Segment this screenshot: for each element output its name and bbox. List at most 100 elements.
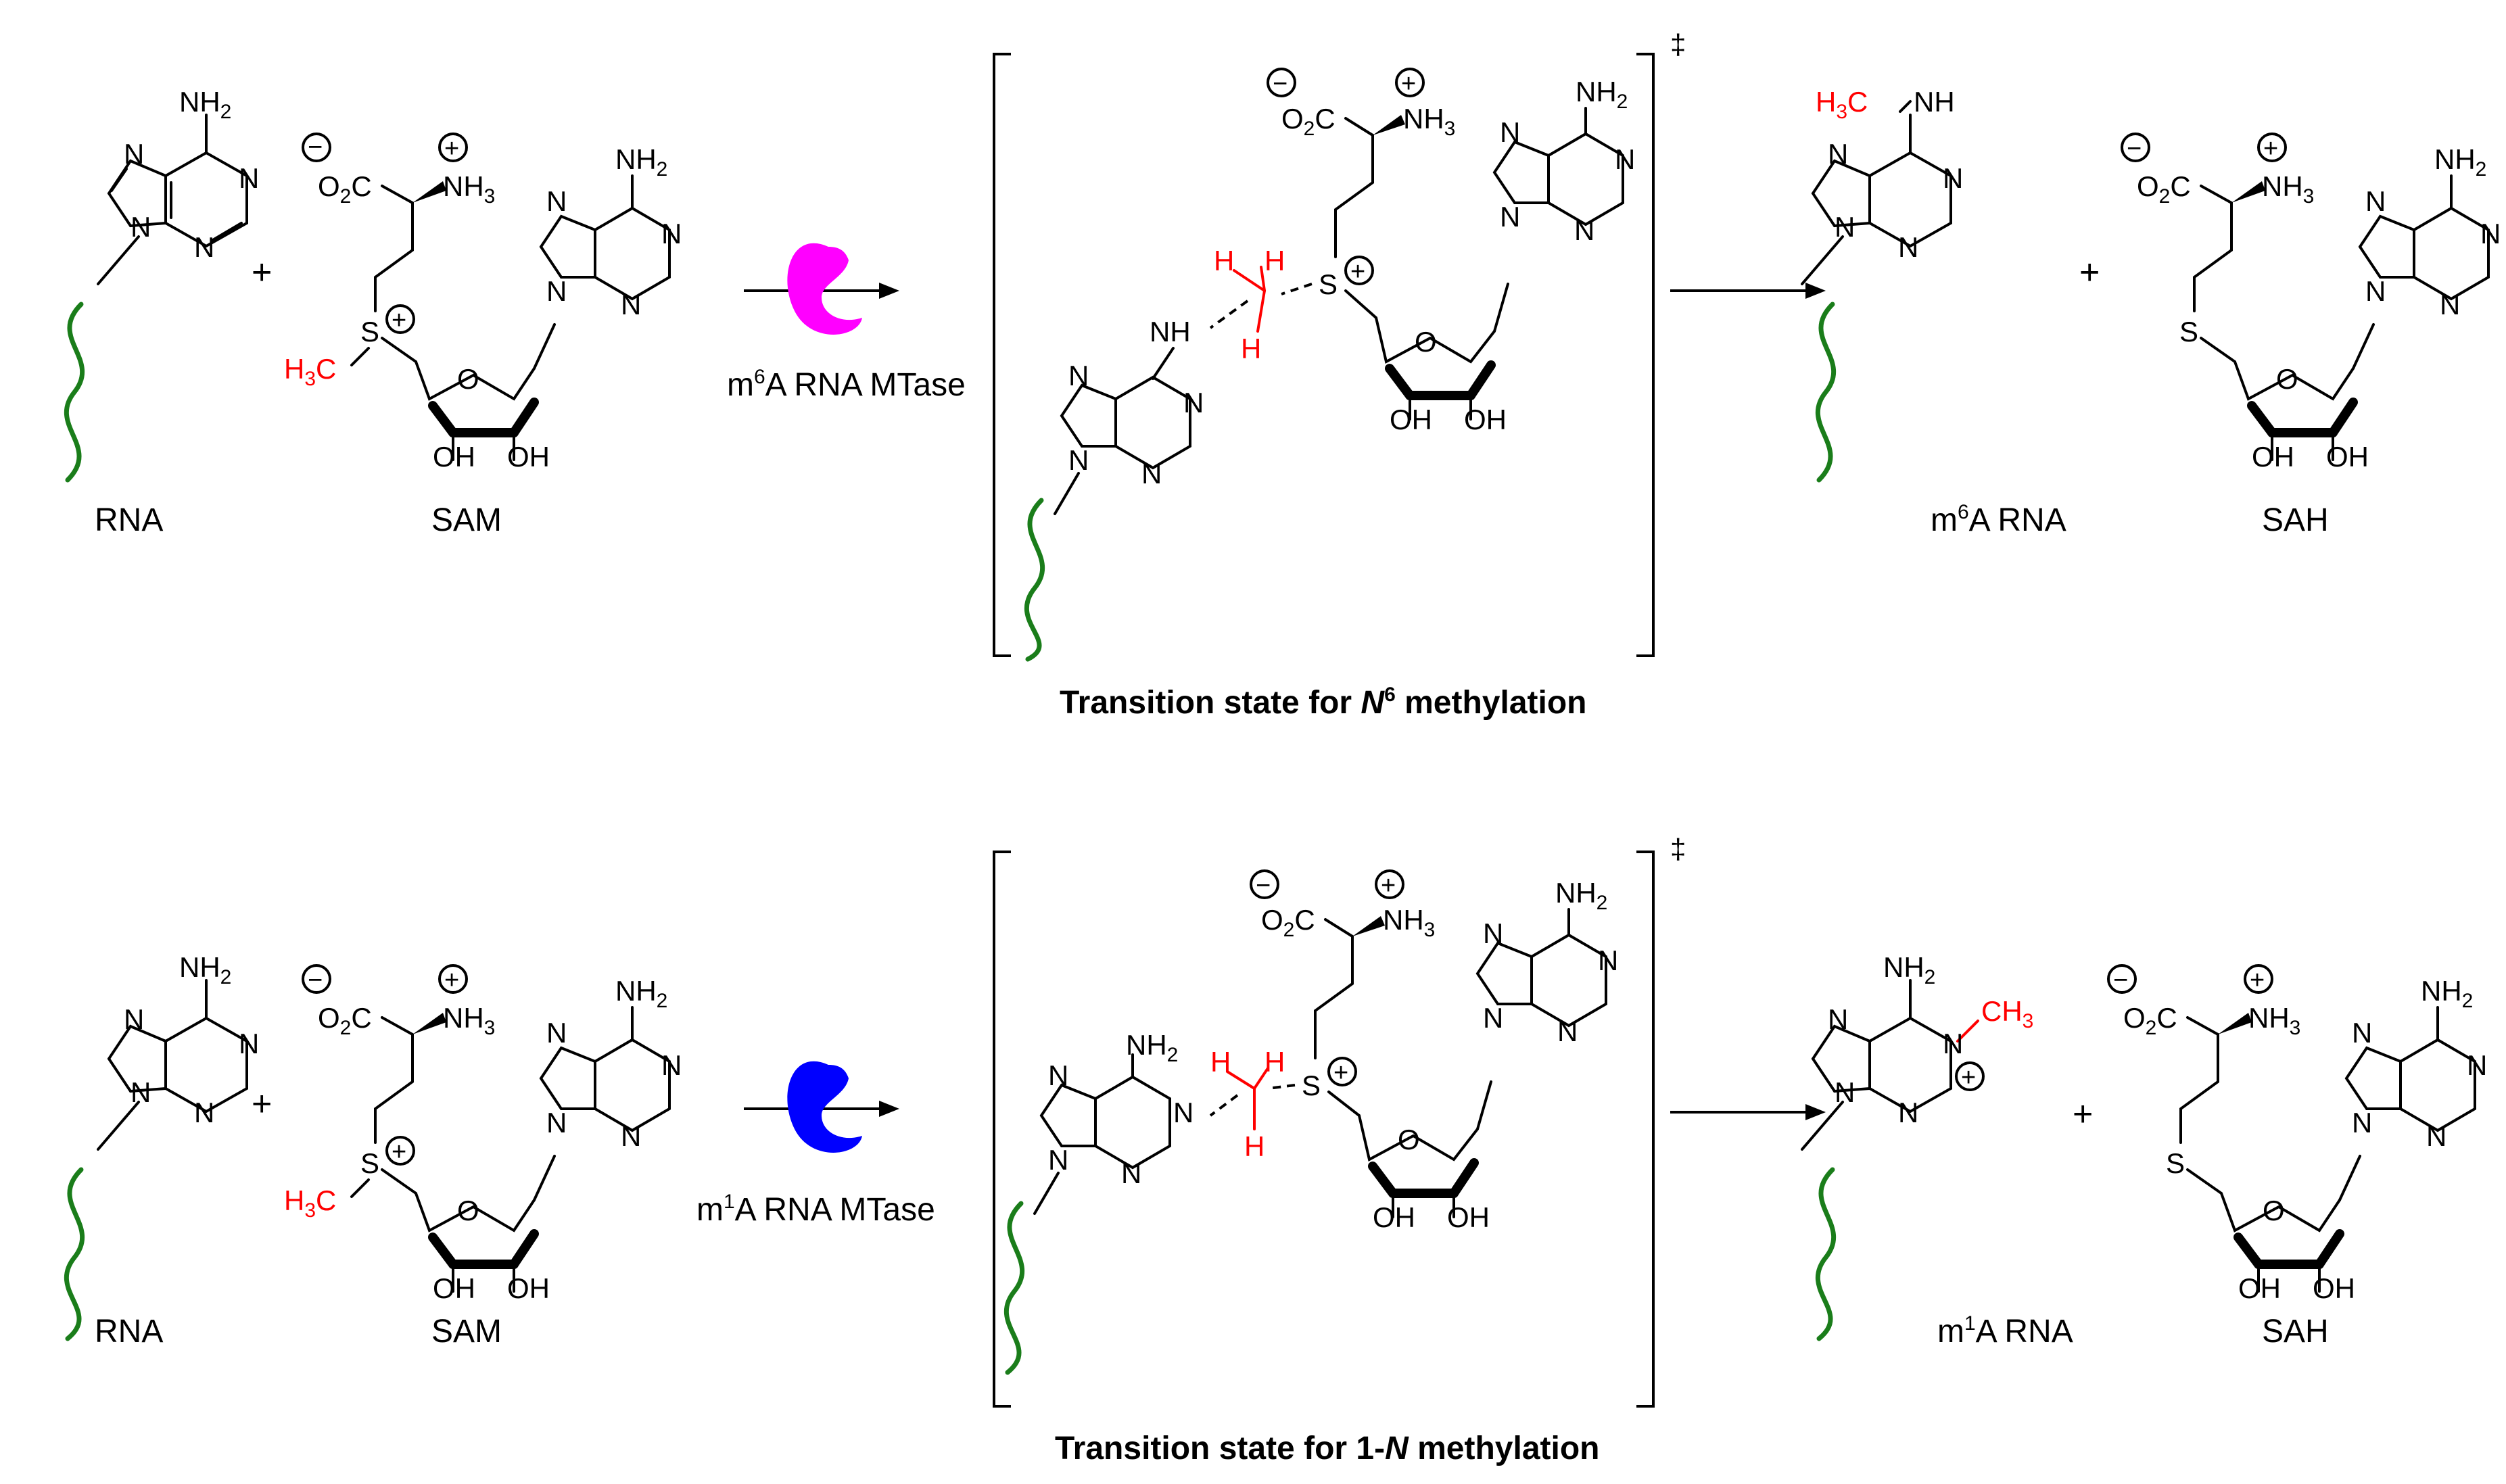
b-oh1: OH: [433, 1272, 475, 1304]
b-sam-n7: N: [546, 1017, 567, 1049]
ts-oh2: OH: [1464, 404, 1507, 435]
b-plus: +: [444, 966, 459, 995]
tsb-plus: +: [1381, 871, 1396, 900]
ts-minus: −: [1273, 70, 1287, 98]
tsb-h2: H: [1264, 1046, 1285, 1078]
n3-label: N: [194, 231, 214, 263]
enzyme-m6a-icon: [787, 243, 862, 335]
ts-dagger-bottom: ‡: [1670, 833, 1686, 865]
sah-label-top: SAH: [2262, 502, 2329, 538]
tsb-s: S: [1302, 1070, 1321, 1101]
rna-strand-ts-bottom: [1003, 1201, 1025, 1375]
ts-sam-amino: NH2: [1576, 76, 1628, 113]
tsb-rna-n9: N: [1048, 1144, 1068, 1176]
ts-plus: +: [1401, 70, 1416, 98]
rna-adenine-bottom: NH2 N N N N: [97, 951, 259, 1151]
tsb-minus: −: [1256, 871, 1271, 900]
sahb-s: S: [2166, 1147, 2185, 1179]
ts-ammonium: NH3: [1403, 103, 1455, 140]
sah-top: − + O2C NH3 S O OH OH NH2 N N: [2121, 133, 2501, 473]
minus-charge: −: [308, 133, 323, 162]
sam-n1: N: [661, 218, 682, 249]
sahb-plus: +: [2250, 966, 2265, 995]
rna-strand-ts-top: [1024, 498, 1045, 662]
ts-dagger-top: ‡: [1670, 28, 1686, 60]
oh-3prime: OH: [507, 441, 550, 473]
sah-plus: +: [2263, 135, 2278, 163]
ts-rna-n9: N: [1068, 444, 1089, 476]
m1a-n1: N: [1943, 1028, 1963, 1059]
n7-label: N: [124, 138, 144, 170]
m6a-n1: N: [1943, 162, 1963, 194]
sam-label-bottom: SAM: [431, 1314, 502, 1349]
sahb-ammonium: NH3: [2248, 1002, 2300, 1039]
tsb-sam-n3: N: [1557, 1015, 1578, 1047]
ts-sam-n9: N: [1500, 201, 1520, 233]
rna-label-bottom: RNA: [95, 1314, 163, 1349]
m6a-methyl: H3C: [1816, 86, 1868, 123]
top-row: NH2 N N N N RNA + − + O2C NH3 S + H3C: [64, 28, 2501, 721]
plus-bottom-1: +: [252, 1084, 272, 1124]
ts-structure-top: − + O2C NH3 S + H H H NH O: [1054, 68, 1635, 515]
ts-h3: H: [1241, 333, 1261, 364]
sahb-amino: NH2: [2421, 975, 2473, 1012]
ts-bracket-left-top: [993, 53, 1011, 657]
m1a-n9: N: [1835, 1076, 1855, 1108]
sah-n9: N: [2365, 275, 2386, 307]
rna-strand-bottom-left: [64, 1167, 85, 1341]
ts-sam-n1: N: [1615, 143, 1635, 175]
ts-h1: H: [1214, 245, 1234, 277]
methyl-label: H3C: [284, 353, 336, 390]
sah-oh2: OH: [2326, 441, 2369, 473]
b-oh2: OH: [507, 1272, 550, 1304]
sulfonium-charge: +: [392, 306, 406, 335]
ts-bracket-right-bottom: [1636, 851, 1655, 1408]
m6a-n3: N: [1898, 231, 1918, 263]
sah-ammonium: NH3: [2262, 170, 2314, 208]
tsb-sam-n1: N: [1598, 944, 1618, 976]
ts-rna-n3: N: [1141, 458, 1162, 489]
ts-h2: H: [1264, 245, 1285, 277]
plus-bottom-2: +: [2073, 1095, 2093, 1134]
plus-top-2: +: [2079, 253, 2100, 292]
tsb-oh1: OH: [1373, 1201, 1415, 1233]
b-ribose-o: O: [457, 1195, 479, 1226]
b-sam-n9: N: [546, 1107, 567, 1139]
sahb-n3: N: [2426, 1120, 2446, 1152]
m6a-rna-product: NH H3C N N N N: [1801, 86, 1963, 285]
m1a-charge: +: [1961, 1063, 1976, 1092]
sahb-oh2: OH: [2313, 1272, 2355, 1304]
sam-n9: N: [546, 275, 567, 307]
m1a-methyl: CH3: [1981, 995, 2033, 1032]
enzyme-m6a-label: m6A RNA MTase: [727, 366, 966, 403]
ts-sulfonium: S: [1319, 268, 1338, 300]
rna-strand-m1a: [1815, 1167, 1837, 1341]
b-carboxylate: O2C: [318, 1002, 372, 1039]
ts-title-top: Transition state for N6 methylation: [1060, 684, 1586, 721]
ts-sam-n7: N: [1500, 116, 1520, 148]
sahb-oh1: OH: [2238, 1272, 2281, 1304]
m6a-n7: N: [1828, 138, 1848, 170]
tsb-rna-amino: NH2: [1126, 1029, 1178, 1066]
plus-top-1: +: [252, 253, 272, 292]
tsb-ribose-o: O: [1398, 1124, 1420, 1155]
ts-rna-n7: N: [1068, 360, 1089, 391]
b-minus: −: [308, 966, 323, 995]
b-s-charge: +: [392, 1138, 406, 1166]
sahb-ribose-o: O: [2263, 1195, 2285, 1226]
tsb-rna-n7: N: [1048, 1059, 1068, 1091]
sam-n3: N: [621, 289, 641, 320]
tsb-sam-n7: N: [1483, 917, 1503, 949]
tsb-sam-n9: N: [1483, 1002, 1503, 1034]
sah-minus: −: [2127, 135, 2142, 163]
tsb-ammonium: NH3: [1383, 904, 1435, 941]
sah-n1: N: [2480, 218, 2501, 249]
m1a-amino: NH2: [1883, 951, 1935, 988]
b-n9: N: [131, 1076, 151, 1108]
ts-oh1: OH: [1390, 404, 1432, 435]
ts-ribose-o: O: [1415, 326, 1437, 358]
bottom-row: NH2 N N N N RNA + − + O2C NH3 S + H3C: [64, 833, 2487, 1466]
sam-n7: N: [546, 185, 567, 217]
m1a-rna-product: NH2 CH3 + N N N N: [1801, 951, 2033, 1151]
tsb-rna-n1: N: [1173, 1097, 1193, 1128]
